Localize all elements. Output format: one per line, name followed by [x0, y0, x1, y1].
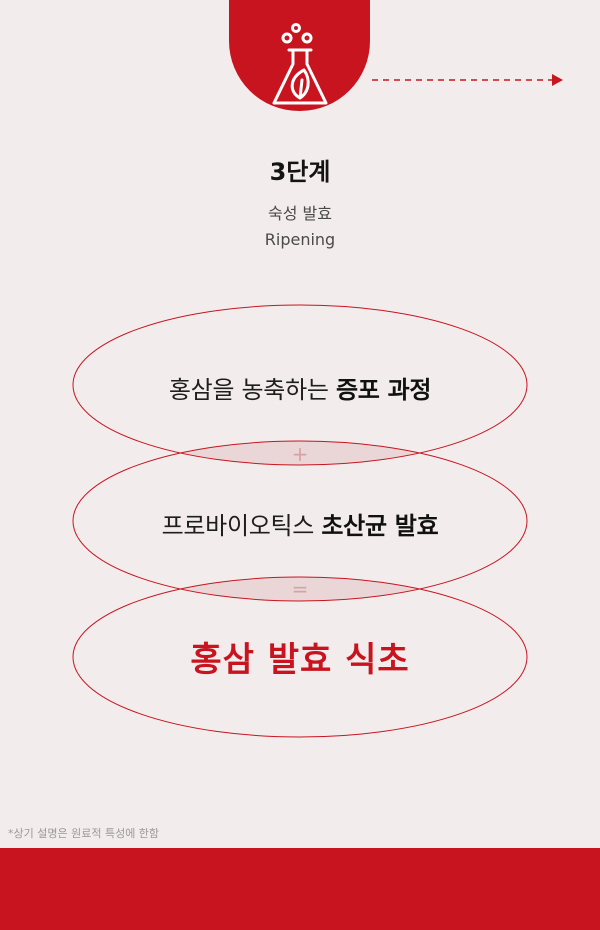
- result-text: 홍삼 발효 식초: [190, 640, 410, 680]
- equals-icon: =: [291, 577, 309, 601]
- process-line-2-text: 프로바이오틱스: [161, 512, 322, 540]
- process-ellipses: [72, 304, 528, 738]
- process-line-2: 프로바이오틱스 초산균 발효: [0, 506, 600, 541]
- ellipse-probiotic-fermentation: [72, 440, 528, 602]
- process-line-1: 홍삼을 농축하는 증포 과정: [0, 370, 600, 405]
- footer-bar: [0, 848, 600, 930]
- arrow-right-icon: [552, 74, 563, 86]
- step-title: 3단계: [269, 158, 331, 186]
- process-line-1-text: 홍삼을 농축하는: [168, 376, 336, 404]
- plus-icon: +: [291, 442, 309, 466]
- step-subtitle-korean: 숙성 발효: [268, 204, 332, 223]
- step-icon-badge: [229, 0, 370, 111]
- process-line-2-bold: 초산균 발효: [321, 512, 439, 540]
- step-subtitle-english: Ripening: [264, 230, 336, 249]
- footnote: *상기 설명은 원료적 특성에 한함: [8, 827, 160, 840]
- ellipse-steam-process: [72, 304, 528, 466]
- process-line-1-bold: 증포 과정: [335, 376, 432, 404]
- ellipse-result: [72, 576, 528, 738]
- flask-leaf-icon: [272, 23, 328, 105]
